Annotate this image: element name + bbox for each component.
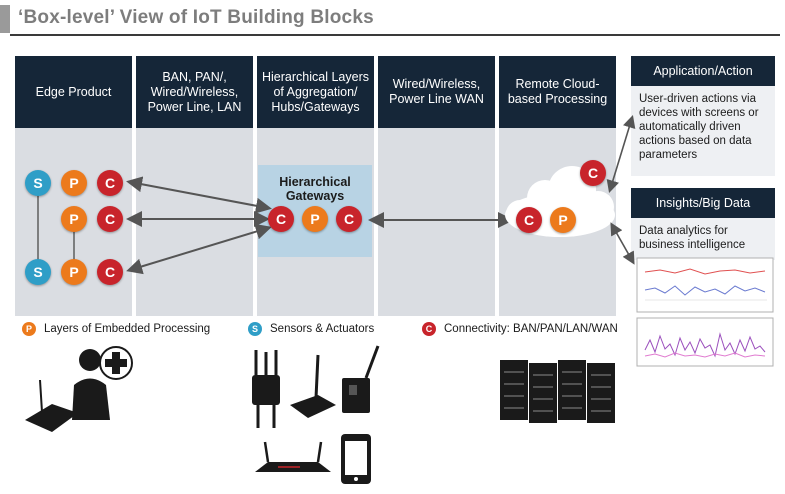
processing-badge: P xyxy=(550,207,576,233)
processing-badge: P xyxy=(61,170,87,196)
sensor-badge: S xyxy=(25,259,51,285)
page-title: ‘Box-level’ View of IoT Building Blocks xyxy=(18,7,374,28)
gateway-router-icon xyxy=(252,350,280,428)
edge-to-hub-arrow xyxy=(126,176,272,214)
insights-text: Data analytics for business intelligence xyxy=(639,225,746,251)
cloud-to-insights-arrow xyxy=(610,222,635,265)
column-label: Wired/Wireless, Power Line WAN xyxy=(389,77,484,106)
insights-box: Insights/Big Data Data analytics for bus… xyxy=(631,188,775,260)
gateway-router-icon xyxy=(342,345,380,413)
column-label: Hierarchical Layers of Aggregation/ Hubs… xyxy=(262,69,369,114)
column-header: Wired/Wireless, Power Line WAN xyxy=(378,56,495,128)
gateway-router-icon xyxy=(290,354,336,418)
title-bar: ‘Box-level’ View of IoT Building Blocks xyxy=(0,0,785,36)
legend-processing-label: Layers of Embedded Processing xyxy=(44,323,211,335)
cloud-to-application-arrow xyxy=(606,114,636,194)
column-header: Edge Product xyxy=(15,56,132,128)
title-divider xyxy=(10,34,780,36)
medical-cross-icon xyxy=(99,346,133,380)
legend-connectivity-label: Connectivity: BAN/PAN/LAN/WAN xyxy=(444,323,618,335)
processing-badge: P xyxy=(61,206,87,232)
sensor-badge: S xyxy=(25,170,51,196)
connectivity-legend-dot: C xyxy=(422,322,436,336)
column-wan: Wired/Wireless, Power Line WAN xyxy=(378,56,495,316)
application-action-text: User-driven actions via devices with scr… xyxy=(639,93,759,161)
column-label: Remote Cloud-based Processing xyxy=(507,77,608,106)
smartphone-icon xyxy=(341,434,371,484)
processing-badge: P xyxy=(302,206,328,232)
insights-title: Insights/Big Data xyxy=(631,188,775,218)
application-action-title: Application/Action xyxy=(631,56,775,86)
legend-connectivity: C Connectivity: BAN/PAN/LAN/WAN xyxy=(422,322,618,336)
column-label: Edge Product xyxy=(35,84,112,99)
legend-sensor-label: Sensors & Actuators xyxy=(270,323,375,335)
connectivity-badge: C xyxy=(580,160,606,186)
column-header: BAN, PAN/, Wired/Wireless, Power Line, L… xyxy=(136,56,253,128)
connectivity-badge: C xyxy=(336,206,362,232)
column-header: Hierarchical Layers of Aggregation/ Hubs… xyxy=(257,56,374,128)
connectivity-badge: C xyxy=(97,206,123,232)
connectivity-badge: C xyxy=(268,206,294,232)
column-label: BAN, PAN/, Wired/Wireless, Power Line, L… xyxy=(147,69,242,114)
title-accent xyxy=(0,5,10,33)
edge-to-hub-arrow xyxy=(126,223,272,275)
sensor-legend-dot: S xyxy=(248,322,262,336)
connectivity-badge: C xyxy=(97,259,123,285)
thermostat-icon xyxy=(25,379,78,432)
server-rack-icon xyxy=(500,360,615,423)
connectivity-badge: C xyxy=(97,170,123,196)
processing-badge: P xyxy=(61,259,87,285)
gateway-router-icon xyxy=(255,441,331,472)
processing-legend-dot: P xyxy=(22,322,36,336)
legend-processing: P Layers of Embedded Processing xyxy=(22,322,210,336)
connectivity-badge: C xyxy=(516,207,542,233)
column-header: Remote Cloud-based Processing xyxy=(499,56,616,128)
legend-sensor: S Sensors & Actuators xyxy=(248,322,374,336)
application-action-box: Application/Action User-driven actions v… xyxy=(631,56,775,176)
hub-label: Hierarchical Gateways xyxy=(279,175,351,203)
person-icon xyxy=(72,349,110,420)
